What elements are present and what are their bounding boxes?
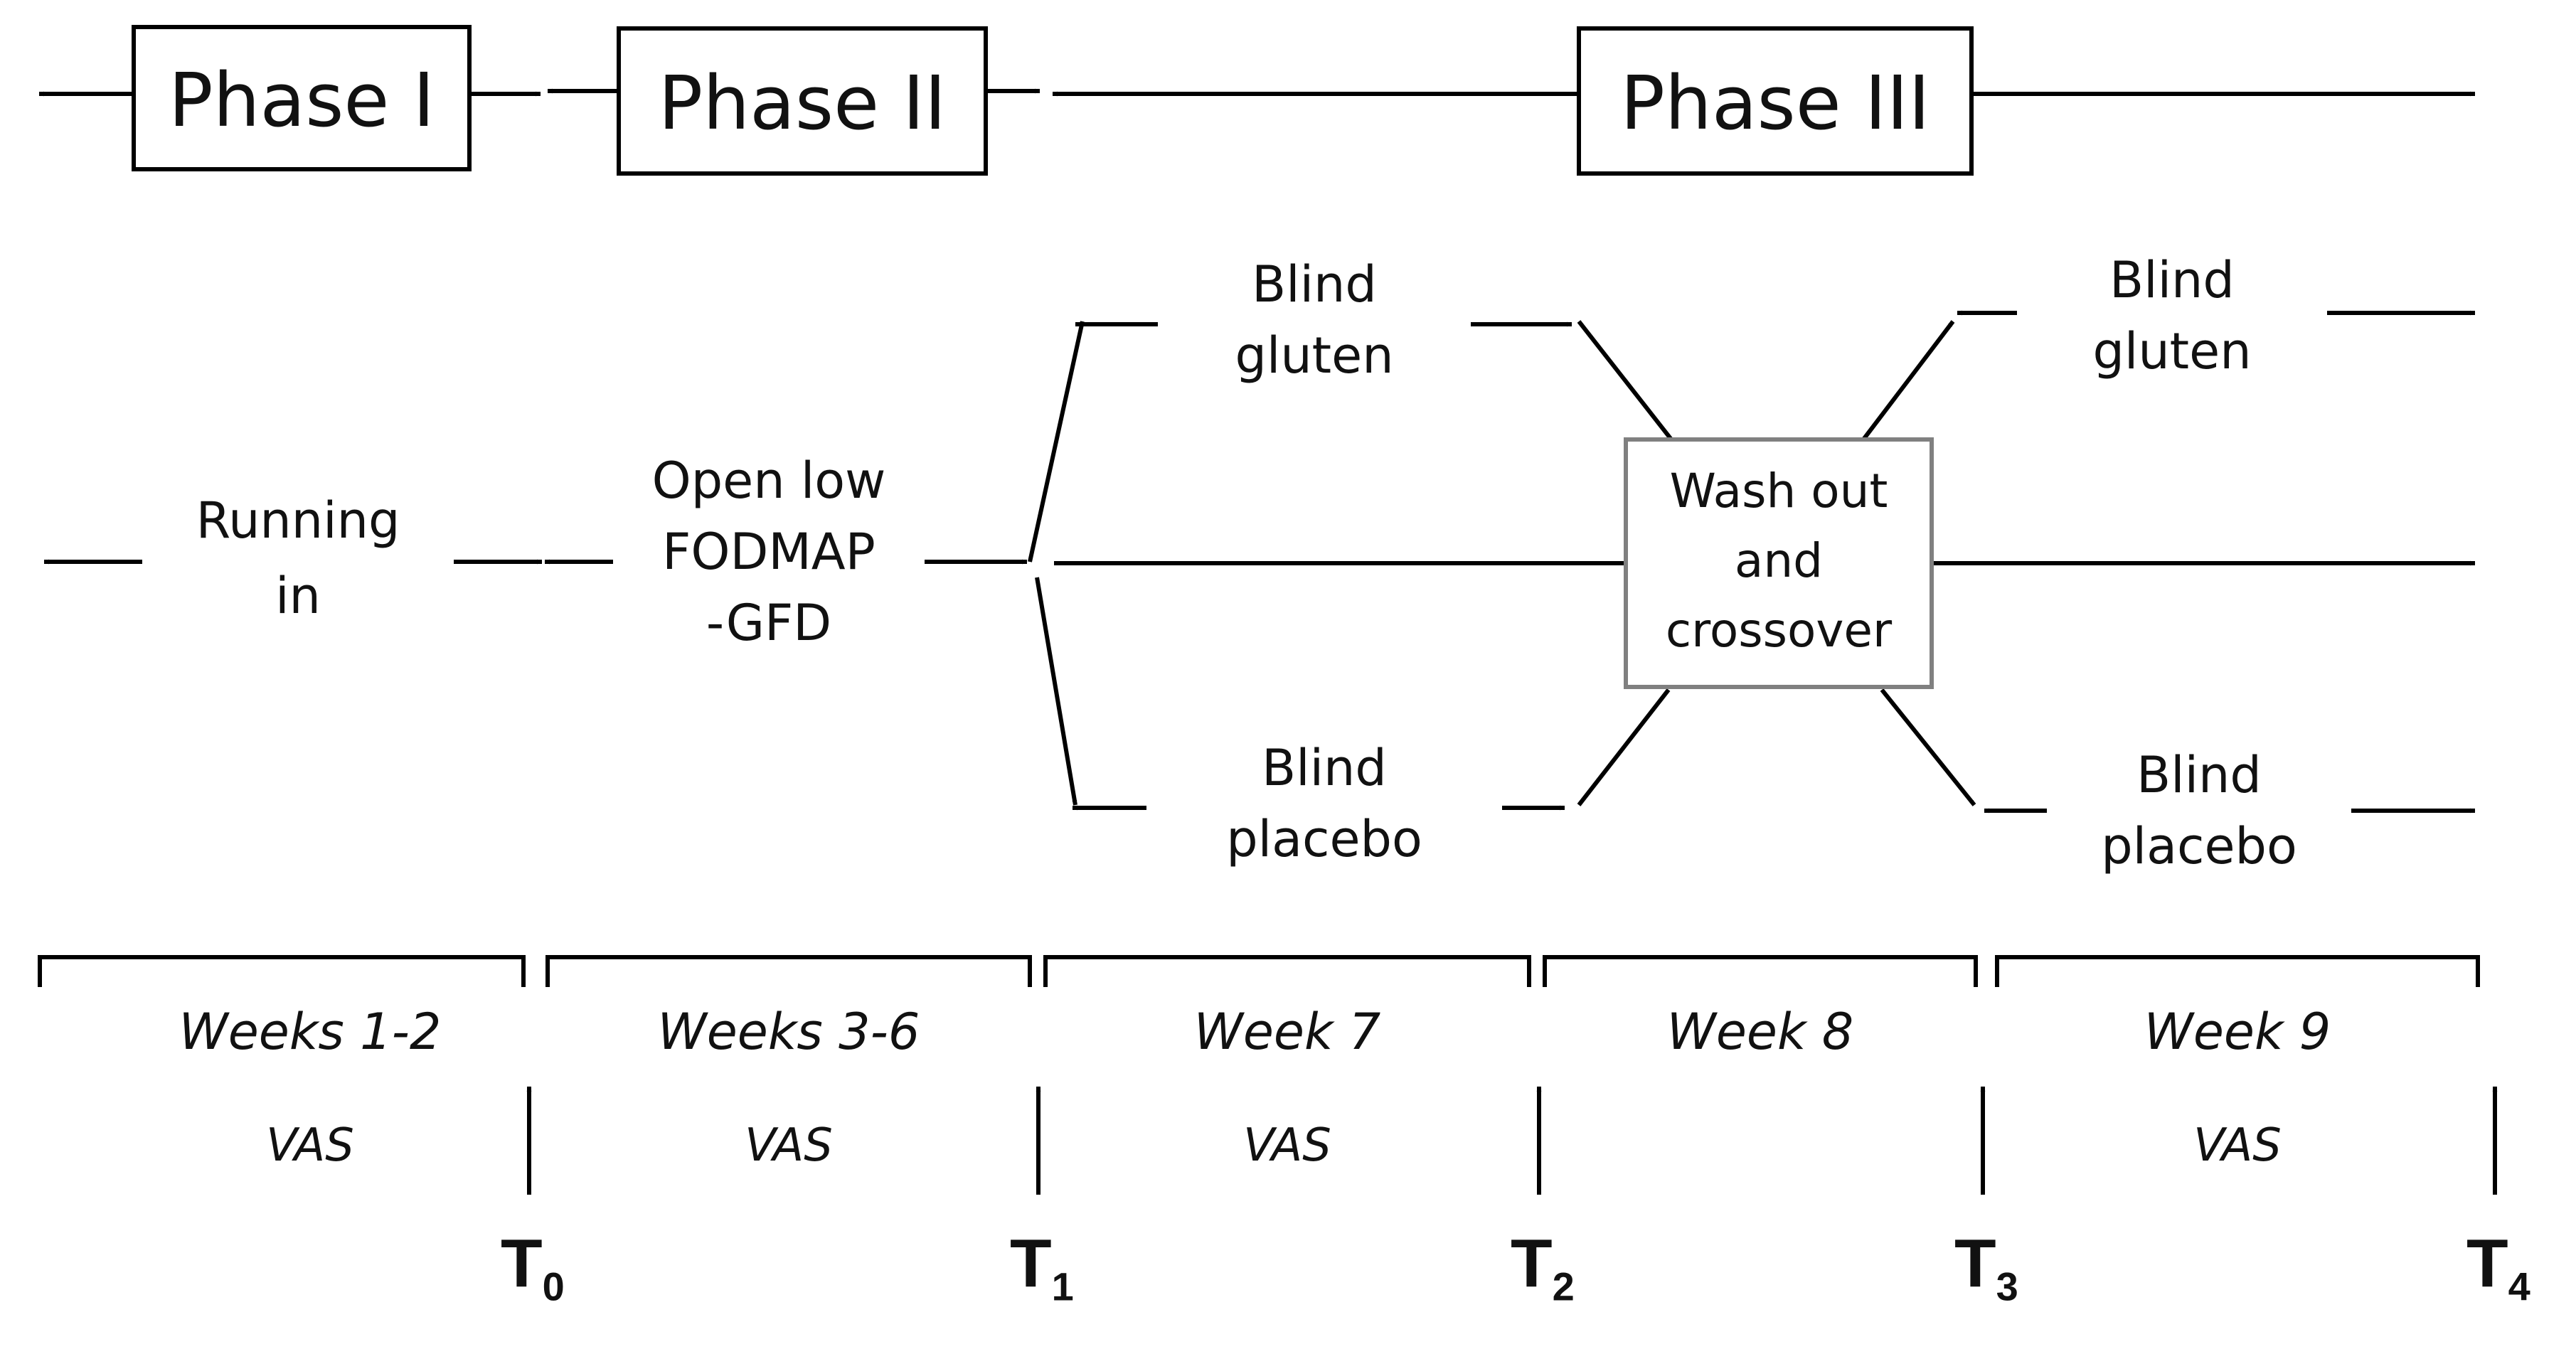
period-2-vas: VAS [745, 1119, 833, 1172]
phase-2-box [617, 26, 988, 176]
blind-gluten-2-line2: gluten [2092, 322, 2252, 380]
open-diet-line3: -GFD [706, 594, 832, 652]
phase-3-box [1577, 26, 1974, 176]
timepoint-t3-letter: T [1954, 1225, 1996, 1301]
blind-placebo-2-line2: placebo [2101, 817, 2297, 875]
running-in-line1: Running [196, 491, 400, 550]
washout-line1: Wash out [1669, 464, 1888, 518]
running-in-label: Running in [142, 485, 454, 631]
blind-gluten-1-line2: gluten [1235, 326, 1394, 385]
period-5-label: Week 9 [2144, 1003, 2331, 1061]
timepoint-t3: T3 [1954, 1225, 2040, 1310]
cross-line-lower-right [1880, 688, 1976, 806]
timepoint-t3-sub: 3 [1996, 1264, 2018, 1309]
open-diet-label: Open low FODMAP -GFD [613, 445, 925, 658]
blind-placebo-1-line1: Blind [1262, 739, 1387, 797]
period-3-label: Week 7 [1193, 1003, 1381, 1061]
branch-arrow-down [1035, 577, 1077, 806]
period-1-vas: VAS [266, 1119, 354, 1172]
period-5-vas: VAS [2193, 1119, 2282, 1172]
period-bracket-4 [1543, 955, 1978, 987]
cross-line-upper-right [1861, 320, 1955, 441]
timepoint-t2-letter: T [1511, 1225, 1553, 1301]
blind-placebo-2-line1: Blind [2136, 746, 2262, 804]
period-bracket-2 [545, 955, 1032, 987]
period-bracket-3 [1043, 955, 1531, 987]
washout-label: Wash out and crossover [1626, 457, 1932, 666]
timepoint-t0-letter: T [501, 1225, 543, 1301]
washout-line2: and [1734, 533, 1824, 588]
open-diet-line1: Open low [651, 452, 886, 510]
phase-1-box [132, 25, 472, 171]
timepoint-t1: T1 [1010, 1225, 1095, 1310]
timepoint-t1-letter: T [1010, 1225, 1052, 1301]
blind-gluten-1-line1: Blind [1252, 255, 1377, 314]
blind-gluten-2-label: Blind gluten [2017, 245, 2327, 387]
phase-1-label: Phase I [168, 57, 435, 144]
washout-box [1624, 437, 1934, 689]
phase-2-label: Phase II [658, 60, 947, 146]
blind-placebo-1-line2: placebo [1226, 810, 1422, 868]
period-3-vas: VAS [1243, 1119, 1331, 1172]
cross-line-lower-left [1577, 688, 1671, 806]
timepoint-t2-sub: 2 [1552, 1264, 1575, 1309]
timepoint-t4-sub: 4 [2508, 1264, 2530, 1309]
blind-gluten-1-label: Blind gluten [1158, 249, 1471, 391]
blind-placebo-1-label: Blind placebo [1146, 732, 1502, 875]
timepoint-t4-letter: T [2466, 1225, 2508, 1301]
phase-3-label: Phase III [1620, 60, 1930, 146]
period-4-label: Week 8 [1666, 1003, 1854, 1061]
period-2-label: Weeks 3-6 [657, 1003, 920, 1061]
washout-line3: crossover [1665, 603, 1893, 658]
period-bracket-5 [1995, 955, 2480, 987]
blind-placebo-2-label: Blind placebo [2047, 740, 2351, 882]
period-1-label: Weeks 1-2 [179, 1003, 442, 1061]
blind-gluten-2-line1: Blind [2109, 251, 2235, 309]
timepoint-t1-sub: 1 [1051, 1264, 1074, 1309]
running-in-line2: in [275, 567, 321, 625]
timepoint-t2: T2 [1511, 1225, 1596, 1310]
timepoint-t4: T4 [2466, 1225, 2552, 1310]
timepoint-t0: T0 [501, 1225, 586, 1310]
timepoint-t0-sub: 0 [542, 1264, 565, 1309]
cross-line-upper-left [1577, 320, 1673, 441]
open-diet-line2: FODMAP [662, 523, 875, 581]
branch-arrow-up [1028, 321, 1085, 562]
period-bracket-1 [38, 955, 526, 987]
